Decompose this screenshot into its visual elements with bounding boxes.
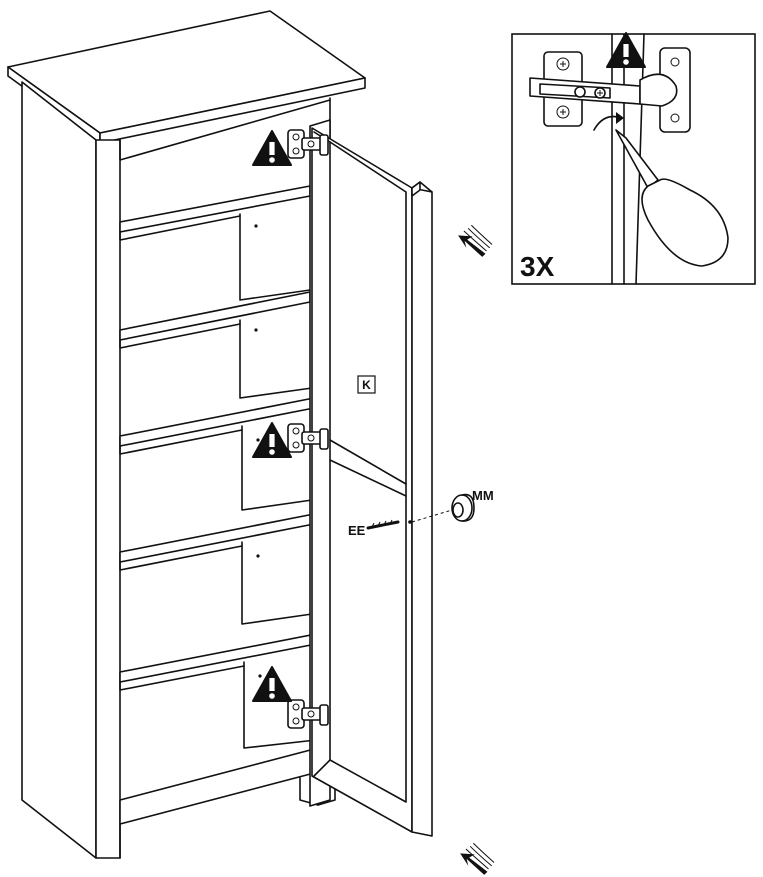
shelf-2	[119, 291, 313, 399]
shelf-1	[119, 185, 311, 301]
shelf-3	[119, 397, 315, 511]
repeat-count: 3X	[520, 251, 555, 282]
knob-mm: MM	[408, 488, 494, 524]
push-arrow-icon	[455, 839, 499, 877]
screw-label-ee: EE	[348, 523, 366, 538]
warning-triangle-icon	[252, 130, 292, 166]
knob-label-mm: MM	[472, 488, 494, 503]
screwdriver-icon	[615, 129, 729, 267]
hinge-bottom	[287, 699, 329, 729]
shelf-4	[119, 513, 315, 625]
shelf-5	[119, 633, 317, 749]
hinge-middle	[287, 423, 329, 453]
door-panel	[311, 127, 433, 837]
cabinet-body	[7, 10, 366, 859]
part-label-k-text: K	[362, 378, 371, 392]
push-arrow-icon	[453, 221, 497, 260]
warning-triangle-icon	[252, 666, 292, 702]
part-label-k: K	[357, 375, 376, 394]
screw-ee: EE	[348, 519, 400, 538]
hinge-adjust-detail: 3X	[511, 32, 756, 285]
